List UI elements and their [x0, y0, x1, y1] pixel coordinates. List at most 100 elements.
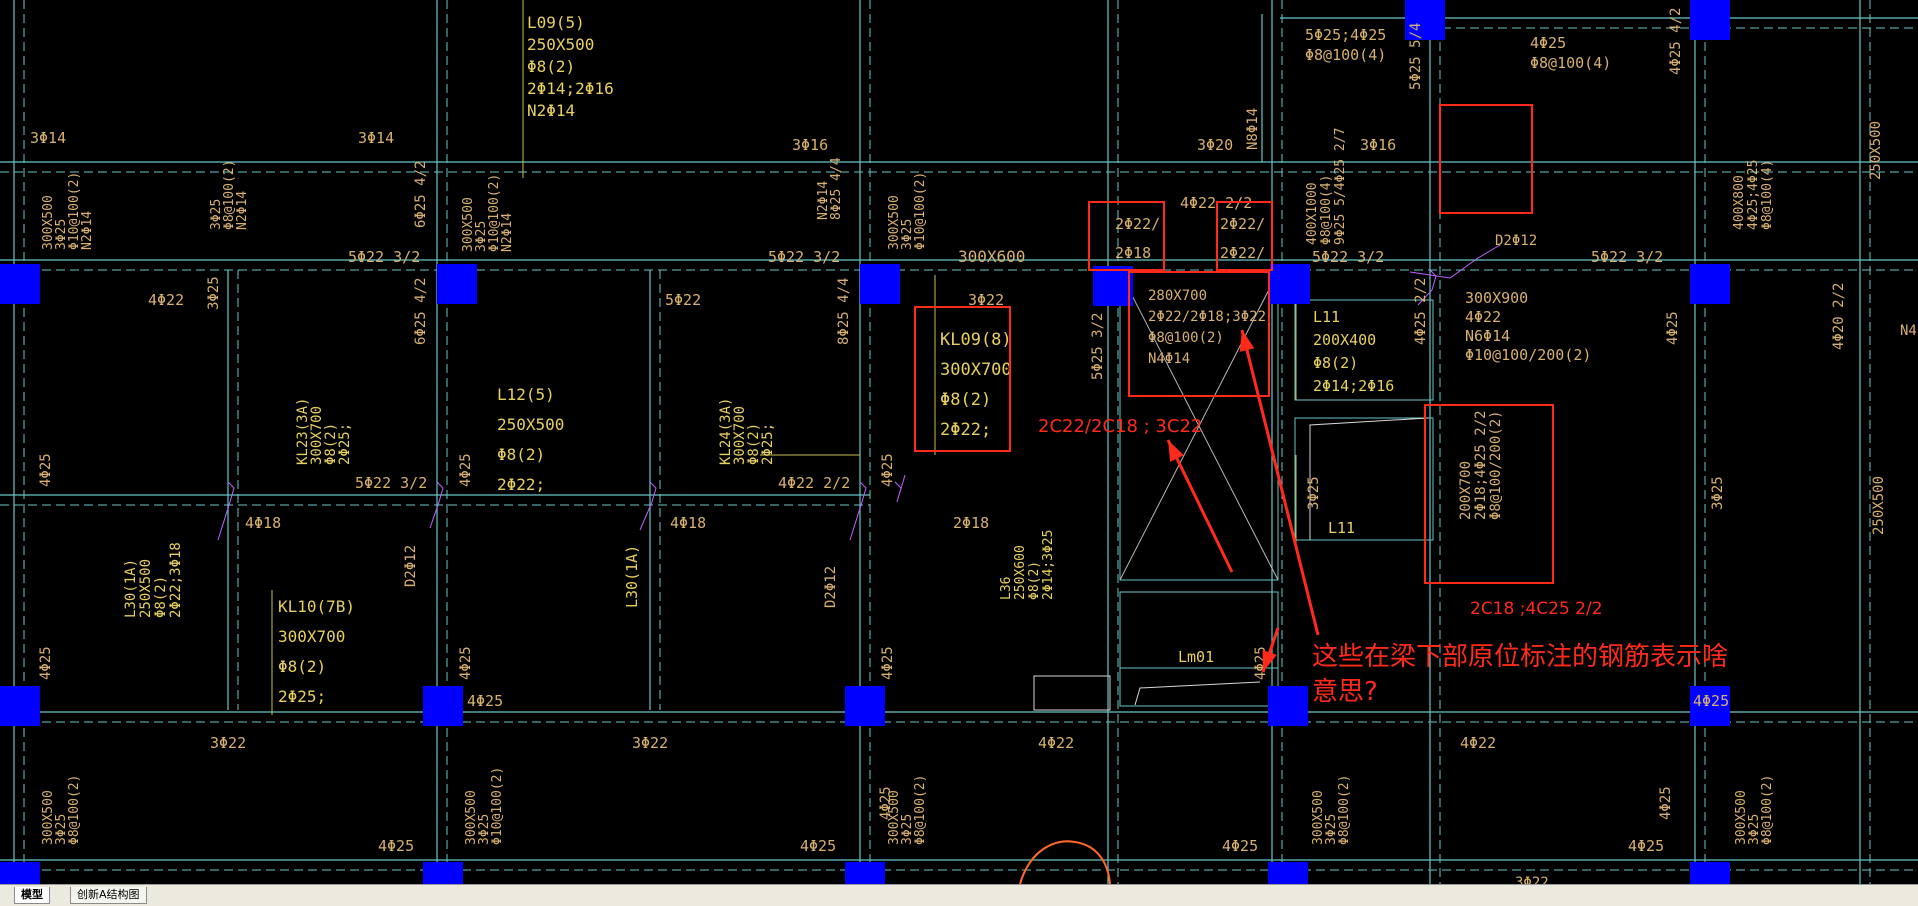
beam-annotation-text: 5Φ25 3/2	[1090, 313, 1106, 380]
beam-annotation-text: 3Φ25	[900, 814, 915, 845]
boxed-rebar-text: 2Φ22/	[1220, 215, 1265, 233]
beam-annotation-text: 4Φ25	[38, 453, 54, 487]
l11-box	[1294, 417, 1434, 541]
beam-annotation-text: 300X500	[887, 195, 902, 250]
l11-line	[1309, 417, 1429, 540]
red-highlight-box	[1439, 104, 1533, 214]
beam-annotation-text: 200X700	[1458, 461, 1474, 520]
beam-annotation-text: D2Φ12	[823, 566, 839, 608]
beam-annotation-text: 4Φ25	[1222, 837, 1258, 855]
boxed-rebar-text: 2Φ22/	[1220, 244, 1265, 262]
beam-annotation-text: KL23(3A)	[295, 398, 311, 465]
beam-annotation-text: 3Φ22	[210, 734, 246, 752]
beam-annotation-text: Φ10@100(2)	[67, 172, 82, 250]
beam-annotation-text: N2Φ14	[80, 211, 95, 250]
beam-annotation-text: 2Φ14;3Φ25	[1041, 530, 1056, 600]
beam-annotation-text: 2Φ25;	[337, 423, 353, 465]
column	[1093, 268, 1121, 302]
beam-annotation-text: 4Φ22	[148, 291, 184, 309]
beam-annotation-text: 300X500	[1311, 790, 1326, 845]
beam-annotation-text: Φ8@100(2)	[222, 160, 237, 230]
beam-annotation-text: 9Φ25 5/4Φ25 2/7	[1333, 128, 1348, 245]
beam-annotation-text: Φ8(2)	[323, 423, 339, 465]
red-arrow-head	[1239, 330, 1255, 352]
beam-annotation-text: 4Φ25 4/2	[1668, 8, 1684, 75]
beam-annotation-text: 300X500	[464, 790, 479, 845]
beam-annotation-text: 3Φ25	[54, 814, 69, 845]
beam-annotation-text: Φ8@100(2)	[1337, 775, 1352, 845]
lm-stair-line	[1134, 681, 1261, 706]
lm-box	[1119, 591, 1279, 707]
beam-annotation-text: 3Φ25	[900, 219, 915, 250]
beam-annotation-text: 3Φ14	[30, 129, 66, 147]
beam-annotation-text: Lm01	[1178, 648, 1214, 666]
beam-annotation-text: N4	[1900, 323, 1917, 339]
beam-annotation-text: KL10(7B)	[278, 597, 355, 616]
column	[1405, 0, 1445, 40]
beam-annotation-text: 250X500	[1871, 476, 1887, 535]
beam-annotation-text: Φ8@100(4)	[1319, 175, 1334, 245]
beam-annotation-text: 3Φ25	[206, 276, 222, 310]
red-highlight-box	[1088, 201, 1165, 271]
beam-annotation-text: 4Φ25;4Φ25	[1746, 160, 1761, 230]
beam-annotation-text: 4Φ25	[38, 646, 54, 680]
beam-annotation-text: Φ10@100(2)	[490, 767, 505, 845]
red-arrow-head	[1168, 440, 1184, 462]
beam-annotation-text: 300X700	[309, 406, 325, 465]
tab-model[interactable]: 模型	[14, 887, 50, 904]
beam-annotation-text: L12(5)	[497, 385, 555, 404]
beam-annotation-text: 2Φ22;	[940, 420, 991, 440]
beam-annotation-text: 300X700	[940, 360, 1012, 380]
beam-annotation-text: 5Φ22 3/2	[1591, 248, 1663, 266]
markup-note-1: 2C22/2C18 ; 3C22	[1038, 416, 1202, 437]
red-highlight-box	[914, 306, 1011, 452]
column	[437, 264, 477, 304]
beam-annotation-text: 4Φ25	[880, 453, 896, 487]
beam-annotation-text: Φ10@100(2)	[913, 172, 928, 250]
beam-annotation-text: 3Φ16	[792, 136, 828, 154]
beam-annotation-text: 300X500	[41, 790, 56, 845]
column	[860, 264, 900, 304]
leader-line	[1409, 244, 1501, 279]
beam-annotation-text: 200X400	[1313, 331, 1376, 349]
beam-annotation-text: 3Φ20	[1197, 136, 1233, 154]
beam-annotation-text: 250X500	[497, 415, 564, 434]
beam-annotation-text: 2Φ14;2Φ16	[527, 79, 614, 98]
beam-annotation-text: 3Φ25	[1306, 476, 1322, 510]
beam-annotation-text: 5Φ22	[665, 291, 701, 309]
beam-annotation-text: 3Φ25	[54, 219, 69, 250]
leader-line	[639, 481, 657, 531]
beam-annotation-text: 3Φ22	[968, 291, 1004, 309]
beam-annotation-text: 300X500	[887, 790, 902, 845]
beam-annotation-text: 6Φ25 4/2	[413, 161, 429, 228]
tab-layout-structure[interactable]: 创新A结构图	[70, 887, 147, 904]
beam-annotation-text: 4Φ25	[800, 837, 836, 855]
beam-annotation-text: 2Φ22;3Φ18	[168, 542, 184, 618]
beam-annotation-text: 4Φ22 2/2	[778, 474, 850, 492]
beam-annotation-text: L36	[999, 577, 1014, 600]
beam-annotation-text: 4Φ25	[458, 453, 474, 487]
opening-diagonal	[1119, 271, 1279, 581]
beam-annotation-text: 3Φ25	[1324, 814, 1339, 845]
beam-annotation-text: 3Φ25	[209, 199, 224, 230]
beam-annotation-text: KL24(3A)	[718, 398, 734, 465]
column	[845, 686, 885, 726]
beam-annotation-text: 4Φ25	[467, 692, 503, 710]
red-highlight-box	[1216, 201, 1273, 271]
small-box	[1033, 675, 1111, 711]
beam-annotation-text: Φ8(2)	[940, 390, 991, 410]
boxed-rebar-text: 2Φ18	[1115, 244, 1151, 262]
beam-annotation-text: L30(1A)	[123, 559, 139, 618]
column	[0, 686, 40, 726]
beam-annotation-text: D2Φ12	[1495, 233, 1537, 249]
beam-annotation-text: 6Φ25 4/2	[413, 278, 429, 345]
beam-annotation-text: 4Φ25	[880, 646, 896, 680]
leader-line	[429, 481, 444, 529]
leader-line	[849, 481, 867, 541]
beam-annotation-text: 4Φ25 2/2	[1413, 278, 1429, 345]
beam-annotation-text: 250X600	[1013, 545, 1028, 600]
beam-annotation-text: 5Φ22 3/2	[348, 248, 420, 266]
beam-annotation-text: 2Φ18;4Φ25 2/2	[1473, 410, 1489, 520]
beam-annotation-text: Φ8@100(2)	[1760, 775, 1775, 845]
